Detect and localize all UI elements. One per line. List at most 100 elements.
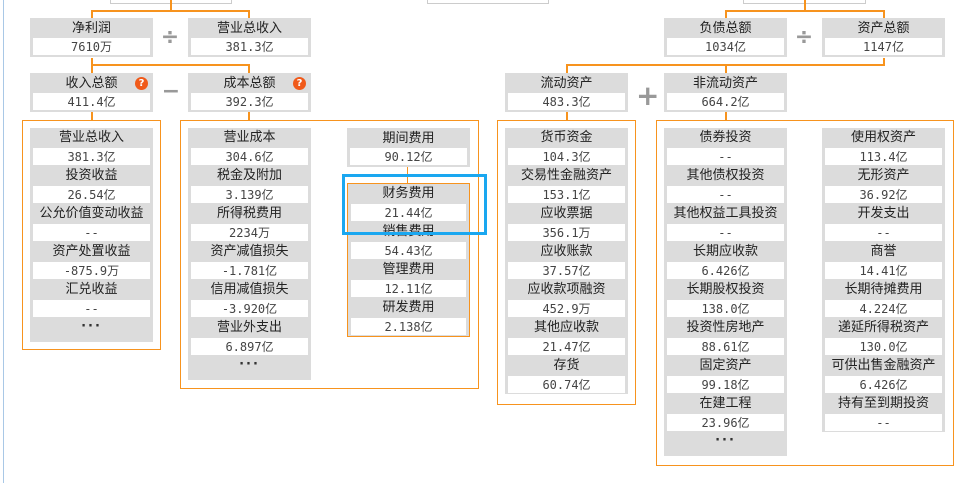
item-value: 6.426亿 (667, 262, 784, 279)
item-value: -1.781亿 (191, 262, 308, 279)
list-item[interactable]: 其他债权投资-- (664, 166, 787, 204)
list-item[interactable]: 持有至到期投资-- (822, 394, 945, 432)
node-label: 非流动资产 (692, 76, 758, 91)
node-current-assets[interactable]: 流动资产 483.3亿 (505, 73, 628, 112)
node-label: 负债总额 (699, 21, 752, 36)
node-revenue[interactable]: 营业总收入 381.3亿 (188, 18, 311, 57)
connector (91, 10, 93, 18)
divide-operator: ÷ (160, 25, 180, 50)
connector (248, 10, 250, 18)
item-label: 应收账款 (540, 244, 593, 259)
list-item[interactable]: 公允价值变动收益-- (30, 204, 153, 242)
item-label: 销售费用 (382, 224, 435, 239)
item-value: 36.92亿 (825, 186, 942, 203)
list-item[interactable]: 其他权益工具投资-- (664, 204, 787, 242)
list-item[interactable]: 商誉 14.41亿 (822, 242, 945, 280)
item-value: -- (667, 224, 784, 241)
item-label: 财务费用 (382, 186, 435, 201)
node-assets[interactable]: 资产总额 1147亿 (822, 18, 945, 57)
item-label: 所得税费用 (216, 206, 282, 221)
item-label: 无形资产 (857, 168, 910, 183)
connector (883, 10, 885, 18)
list-item[interactable]: 无形资产 36.92亿 (822, 166, 945, 204)
node-net-profit[interactable]: 净利润 7610万 (30, 18, 153, 57)
node-label: 资产总额 (857, 21, 910, 36)
item-value: 356.1万 (508, 224, 625, 241)
node-total-cost[interactable]: 成本总额 ? 392.3亿 (188, 73, 311, 112)
list-item[interactable]: 开发支出-- (822, 204, 945, 242)
divide-operator: ÷ (794, 25, 814, 50)
more-button[interactable]: ··· (81, 319, 102, 334)
item-label: 税金及附加 (216, 168, 282, 183)
item-value: -- (825, 224, 942, 241)
item-label: 其他债权投资 (686, 168, 765, 183)
item-label: 汇兑收益 (65, 282, 118, 297)
list-item[interactable]: 汇兑收益 -- (30, 280, 153, 318)
more-button[interactable]: ··· (239, 357, 260, 372)
node-value: 1034亿 (667, 38, 784, 55)
list-item[interactable]: 资产减值损失-1.781亿 (188, 242, 311, 280)
item-value: 6.426亿 (825, 376, 942, 393)
list-item[interactable]: 信用减值损失 -3.920亿 (188, 280, 311, 318)
item-value: 12.11亿 (351, 280, 466, 297)
item-label: 公允价值变动收益 (39, 206, 144, 221)
connector (91, 112, 93, 120)
node-period-expense[interactable]: 期间费用 90.12亿 (347, 128, 470, 167)
item-value: 113.4亿 (825, 148, 942, 165)
more-button[interactable]: ··· (715, 433, 736, 448)
node-total-income[interactable]: 收入总额 ? 411.4亿 (30, 73, 153, 112)
connector (248, 64, 250, 73)
item-label: 商誉 (870, 244, 897, 259)
item-label: 可供出售金融资产 (831, 358, 936, 373)
node-noncurrent-assets[interactable]: 非流动资产 664.2亿 (664, 73, 787, 112)
help-icon[interactable]: ? (293, 77, 306, 90)
node-liabilities[interactable]: 负债总额 1034亿 (664, 18, 787, 57)
node-label: 净利润 (71, 21, 111, 36)
list-item[interactable]: 资产处置收益-875.9万 (30, 242, 153, 280)
minus-operator: − (161, 79, 181, 104)
list-item[interactable]: 债券投资-- (664, 128, 787, 166)
item-label: 递延所得税资产 (837, 320, 929, 335)
item-value: -- (33, 300, 150, 317)
item-label: 长期股权投资 (686, 282, 765, 297)
item-value: 2234万 (191, 224, 308, 241)
item-label: 应收款项融资 (527, 282, 606, 297)
connector (883, 58, 885, 66)
item-value: 99.18亿 (667, 376, 784, 393)
parent-node-partial[interactable] (427, 0, 549, 4)
item-value: -3.920亿 (191, 300, 308, 317)
list-item[interactable]: 财务费用 21.44亿 (348, 184, 469, 222)
item-value: 14.41亿 (825, 262, 942, 279)
connector (725, 112, 727, 120)
list-item[interactable]: 所得税费用 2234万 (188, 204, 311, 242)
item-label: 信用减值损失 (210, 282, 289, 297)
item-label: 投资收益 (65, 168, 118, 183)
help-icon[interactable]: ? (135, 77, 148, 90)
list-item[interactable]: 可供出售金融资产 6.426亿 (822, 356, 945, 394)
item-value: 21.44亿 (351, 204, 466, 221)
